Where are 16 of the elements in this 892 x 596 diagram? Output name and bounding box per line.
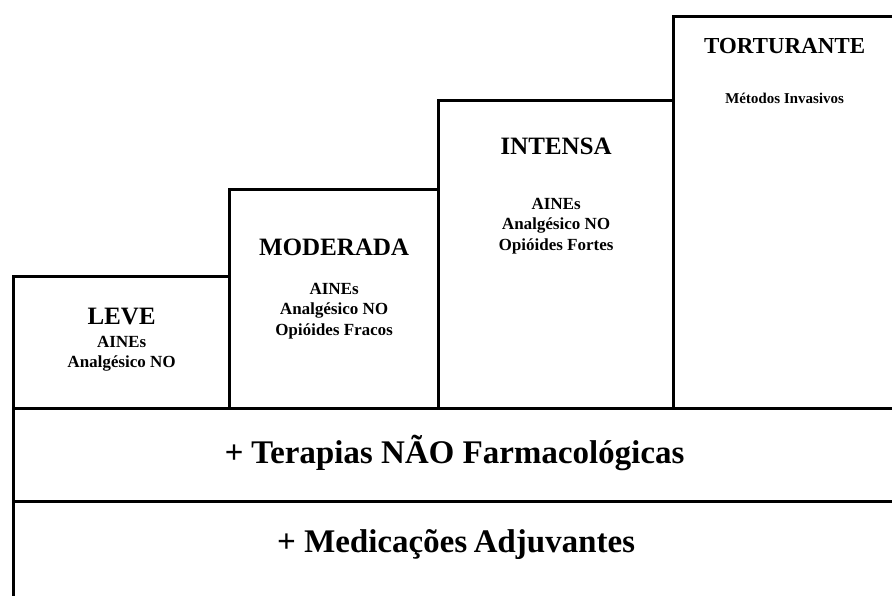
pain-level-box: [12, 275, 231, 410]
level-title: LEVE: [86, 302, 157, 332]
band-label: + Medicações Adjuvantes: [276, 523, 636, 562]
treatment-text: Analgésico NO: [278, 299, 390, 320]
treatment-text: Analgésico NO: [500, 214, 612, 235]
treatment-text: Analgésico NO: [66, 352, 177, 373]
level-title: INTENSA: [499, 132, 613, 162]
treatment-text: AINEs: [308, 279, 360, 300]
band-label: + Terapias NÃO Farmacológicas: [224, 434, 686, 473]
treatment-text: AINEs: [96, 332, 148, 352]
level-title: TORTURANTE: [702, 32, 866, 60]
level-title: MODERADA: [258, 233, 410, 263]
treatment-text: AINEs: [530, 194, 582, 214]
treatment-text: Opióides Fracos: [274, 320, 394, 340]
treatment-text: Métodos Invasivos: [724, 90, 845, 108]
treatment-text: Opióides Fortes: [498, 234, 614, 256]
